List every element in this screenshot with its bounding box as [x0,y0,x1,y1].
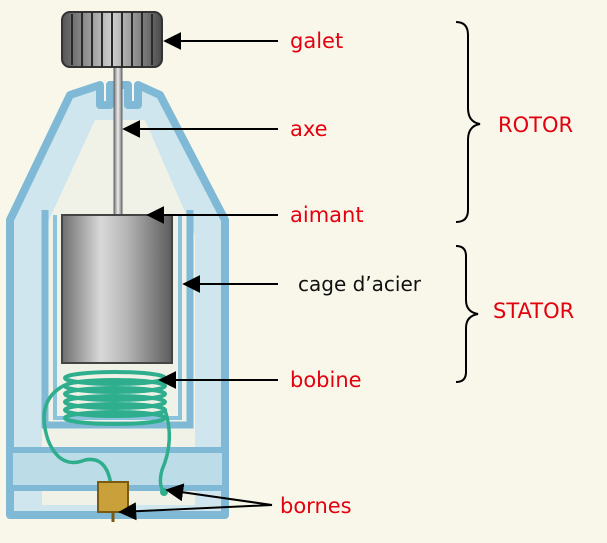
magnet-aimant [61,214,173,364]
wheel-galet [61,11,163,68]
label-stator: STATOR [493,299,574,323]
label-aimant: aimant [290,203,364,227]
label-bornes: bornes [280,494,352,518]
label-galet: galet [290,29,343,53]
wires [42,383,172,496]
brace-stator [455,245,479,383]
label-cage: cage d’acier [298,272,422,296]
label-rotor: ROTOR [498,113,573,137]
pointer-arrows [118,32,278,521]
brace-rotor [455,21,481,223]
label-axe: axe [290,117,328,141]
coil-bobine [63,370,167,426]
axle-shaft [113,61,123,223]
arrow-bornes-2 [118,502,273,521]
label-bobine: bobine [290,368,362,392]
arrow-bornes-1 [165,483,273,506]
